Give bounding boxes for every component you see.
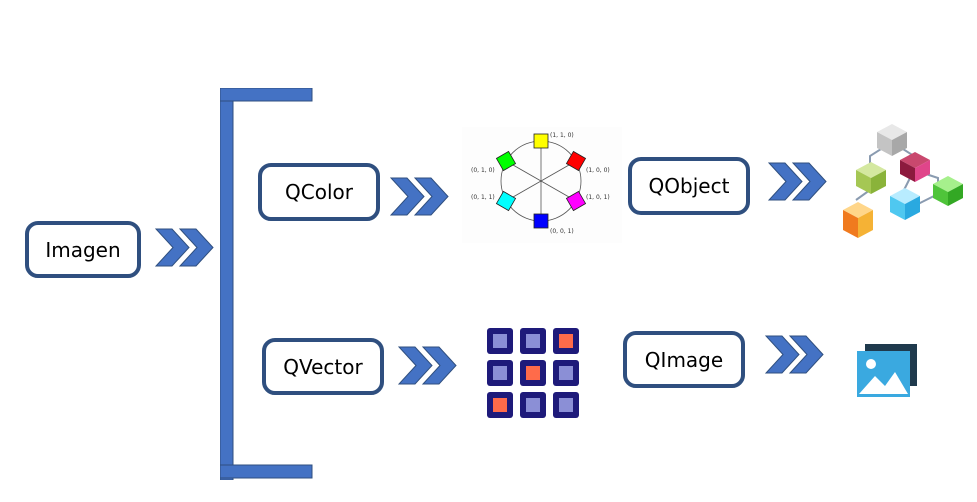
grid-cell-fill [559, 334, 573, 348]
green-swatch [495, 150, 517, 172]
object-graph-icon [843, 124, 963, 238]
qimage-box: QImage [623, 331, 745, 388]
qcolor-box: QColor [258, 163, 380, 221]
qobject-label: QObject [648, 174, 730, 198]
wheel-label: (1, 1, 0) [550, 132, 574, 139]
wheel-label: (0, 1, 0) [471, 167, 495, 174]
grid-cell-fill [559, 366, 573, 380]
chevron-arrow-icon [768, 162, 827, 201]
qvector-box: QVector [262, 338, 384, 395]
image-gallery-icon [857, 344, 917, 397]
imagen-label: Imagen [45, 237, 121, 262]
wheel-label: (1, 0, 0) [586, 167, 610, 174]
grid-cell-fill [559, 398, 573, 412]
chevron-arrow-icon [398, 346, 457, 385]
wheel-label: (1, 0, 1) [586, 194, 610, 201]
grid-cell-fill [526, 334, 540, 348]
grid-cell-fill [493, 366, 507, 380]
grid-cell-fill [526, 366, 540, 380]
cube-green [933, 176, 963, 206]
qimage-label: QImage [644, 347, 724, 372]
qobject-box: QObject [628, 157, 750, 215]
wheel-label: (0, 0, 1) [550, 228, 574, 235]
wheel-label: (0, 1, 1) [471, 194, 495, 201]
cube-cyan [890, 188, 920, 220]
cube-orange [843, 202, 873, 238]
grid-cell-fill [526, 398, 540, 412]
cube-crimson [900, 152, 930, 182]
magenta-swatch [565, 190, 587, 212]
imagen-box: Imagen [25, 221, 141, 278]
blue-swatch [533, 213, 549, 229]
cube-gray [877, 124, 907, 156]
qvector-label: QVector [283, 354, 363, 379]
grid-cell-fill [493, 398, 507, 412]
yellow-swatch [533, 133, 549, 149]
color-wheel-icon: (1, 1, 0) (1, 0, 0) (1, 0, 1) (0, 0, 1) … [462, 127, 622, 243]
cube-lime [856, 162, 886, 194]
cyan-swatch [495, 190, 517, 212]
chevron-arrow-icon [765, 335, 824, 374]
vector-grid-icon [487, 328, 579, 418]
chevron-arrow-icon [155, 228, 214, 267]
chevron-arrow-icon [390, 177, 449, 216]
bracket [220, 88, 313, 480]
grid-cell-fill [493, 334, 507, 348]
qcolor-label: QColor [285, 180, 353, 204]
red-swatch [565, 150, 587, 172]
